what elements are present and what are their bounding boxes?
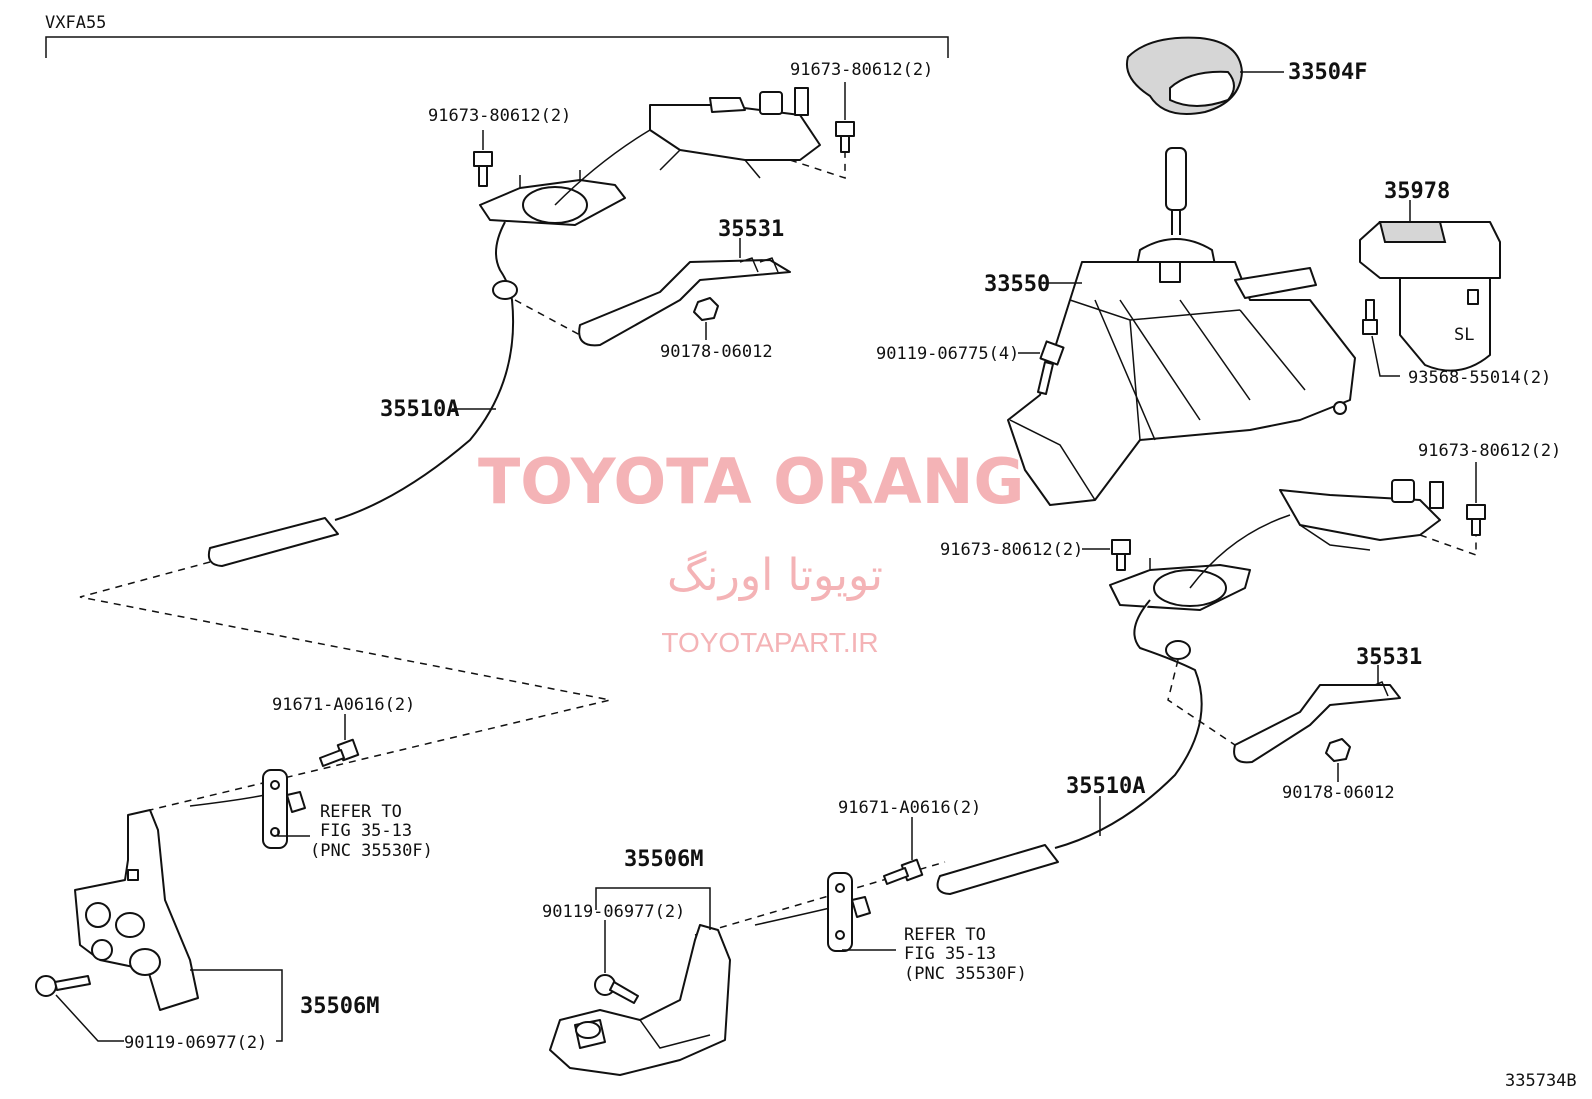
shift-lock-switch: SL bbox=[1359, 221, 1501, 372]
dashed-bracket-top bbox=[789, 152, 846, 180]
watermark-persian: تویوتا اورنگ bbox=[667, 550, 883, 601]
shift-lever-assembly bbox=[1007, 147, 1356, 506]
label-91673-a: 91673-80612(2) bbox=[428, 106, 571, 126]
dashed-link-bottom bbox=[694, 861, 946, 936]
label-93568-55014: 93568-55014(2) bbox=[1408, 368, 1551, 388]
refer-right-line2: FIG 35-13 bbox=[904, 944, 996, 964]
label-35510A-right: 35510A bbox=[1066, 774, 1145, 799]
label-35510A-left: 35510A bbox=[380, 397, 459, 422]
refer-note-right: REFER TO FIG 35-13 (PNC 35530F) bbox=[904, 925, 1027, 984]
figure-id: 335734B bbox=[1505, 1071, 1577, 1091]
label-90178-bottom: 90178-06012 bbox=[1282, 783, 1395, 803]
model-code: VXFA55 bbox=[45, 13, 106, 33]
screw-93568-icon bbox=[1362, 299, 1378, 335]
watermark-latin: TOYOTA ORANG bbox=[478, 445, 1024, 518]
leader-90119-left bbox=[55, 994, 124, 1042]
cable-bracket-right bbox=[1109, 479, 1444, 611]
bolt-91673-d-icon bbox=[1111, 539, 1131, 571]
cable-bracket-top bbox=[479, 87, 821, 226]
label-33504F: 33504F bbox=[1288, 60, 1367, 85]
bolt-91673-b-icon bbox=[835, 121, 855, 153]
refer-left-line3: (PNC 35530F) bbox=[310, 841, 433, 861]
cable-wire-left bbox=[189, 794, 266, 807]
leader-35506M-left bbox=[190, 969, 283, 1042]
refer-left-line2: FIG 35-13 bbox=[320, 821, 412, 841]
dashed-link-left bbox=[79, 561, 611, 811]
cable-grommet-top bbox=[492, 280, 518, 300]
leader-refer-left bbox=[277, 830, 310, 837]
label-91673-c: 91673-80612(2) bbox=[1418, 441, 1561, 461]
label-91671-left: 91671-A0616(2) bbox=[272, 695, 415, 715]
dashed-clamp-bottom bbox=[1167, 659, 1236, 746]
cable-clamp-bottom bbox=[1233, 681, 1401, 764]
label-90178-top: 90178-06012 bbox=[660, 342, 773, 362]
nut-90178-top-icon bbox=[693, 297, 719, 321]
svg-text:SL: SL bbox=[1454, 325, 1474, 345]
refer-right-line1: REFER TO bbox=[904, 925, 986, 945]
label-35978: 35978 bbox=[1384, 179, 1450, 204]
label-91673-d: 91673-80612(2) bbox=[940, 540, 1083, 560]
cable-support-bracket-left bbox=[74, 809, 199, 1011]
bolt-91671-left-icon bbox=[319, 738, 360, 767]
leader-93568 bbox=[1371, 335, 1400, 377]
watermark-site: TOYOTAPART.IR bbox=[661, 627, 878, 658]
leader-35506M-bottom bbox=[595, 887, 711, 930]
refer-right-line3: (PNC 35530F) bbox=[904, 964, 1027, 984]
cable-clamp-top bbox=[578, 257, 791, 347]
label-33550: 33550 bbox=[984, 272, 1050, 297]
label-35531-bottom: 35531 bbox=[1356, 645, 1422, 670]
dashed-clamp-top bbox=[514, 299, 581, 336]
label-90119-06977-bottom: 90119-06977(2) bbox=[542, 902, 685, 922]
label-91671-right: 91671-A0616(2) bbox=[838, 798, 981, 818]
nut-90178-bottom-icon bbox=[1325, 738, 1351, 762]
label-90119-06775: 90119-06775(4) bbox=[876, 344, 1019, 364]
bolt-91673-a-icon bbox=[473, 151, 493, 187]
cable-support-bracket-bottom bbox=[549, 924, 731, 1076]
dashed-bracket-right bbox=[1419, 530, 1477, 557]
refer-note-left: REFER TO FIG 35-13 (PNC 35530F) bbox=[310, 802, 433, 861]
cable-end-sleeve-top bbox=[207, 517, 339, 567]
label-35506M-bottom: 35506M bbox=[624, 847, 703, 872]
shift-cable-top bbox=[334, 221, 515, 521]
bolt-90119-bottom-icon bbox=[594, 974, 639, 1004]
label-91673-b: 91673-80612(2) bbox=[790, 60, 933, 80]
cable-wire-bottom bbox=[754, 907, 831, 926]
model-bracket bbox=[45, 36, 949, 58]
label-35531-top: 35531 bbox=[718, 217, 784, 242]
cable-retainer-bottom bbox=[827, 872, 871, 952]
shift-cable-right bbox=[1054, 599, 1203, 849]
bolt-90119-06775-icon bbox=[1037, 340, 1065, 395]
cable-end-sleeve-right bbox=[936, 844, 1059, 895]
bolt-90119-left-icon bbox=[35, 975, 91, 997]
label-35506M-left: 35506M bbox=[300, 994, 379, 1019]
cable-grommet-right bbox=[1165, 640, 1191, 660]
shift-knob bbox=[1126, 36, 1244, 115]
label-90119-06977-left: 90119-06977(2) bbox=[124, 1033, 267, 1053]
bolt-91671-right-icon bbox=[883, 858, 924, 885]
cable-retainer-left bbox=[262, 769, 306, 849]
refer-left-line1: REFER TO bbox=[320, 802, 402, 822]
bolt-91673-c-icon bbox=[1466, 504, 1486, 536]
